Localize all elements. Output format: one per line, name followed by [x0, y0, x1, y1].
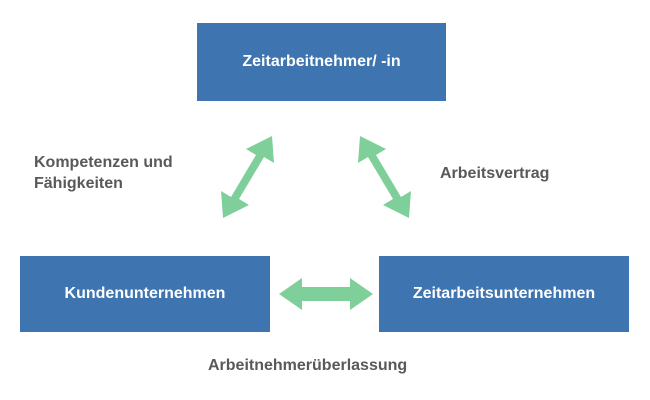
- node-zeitarbeitsunternehmen: Zeitarbeitsunternehmen: [379, 256, 629, 332]
- node-zeitarbeitsunternehmen-label: Zeitarbeitsunternehmen: [412, 285, 596, 302]
- arrow-arbeitsvertrag: [358, 136, 411, 218]
- node-kundenunternehmen-label: Kundenunternehmen: [64, 285, 226, 302]
- label-arbeitnehmerueberlassung: Arbeitnehmerüberlassung: [208, 357, 408, 374]
- label-kompetenzen-line2: Fähigkeiten: [34, 175, 123, 192]
- node-zeitarbeitnehmer-label: Zeitarbeitnehmer/ -in: [242, 53, 401, 70]
- arrow-arbeitnehmerueberlassung: [279, 278, 373, 310]
- arrow-kompetenzen: [221, 136, 274, 218]
- label-kompetenzen: Kompetenzen und Fähigkeiten: [34, 152, 173, 194]
- label-kompetenzen-line1: Kompetenzen und: [34, 154, 173, 171]
- node-zeitarbeitnehmer: Zeitarbeitnehmer/ -in: [197, 23, 446, 101]
- label-arbeitsvertrag: Arbeitsvertrag: [440, 165, 550, 182]
- node-kundenunternehmen: Kundenunternehmen: [20, 256, 270, 332]
